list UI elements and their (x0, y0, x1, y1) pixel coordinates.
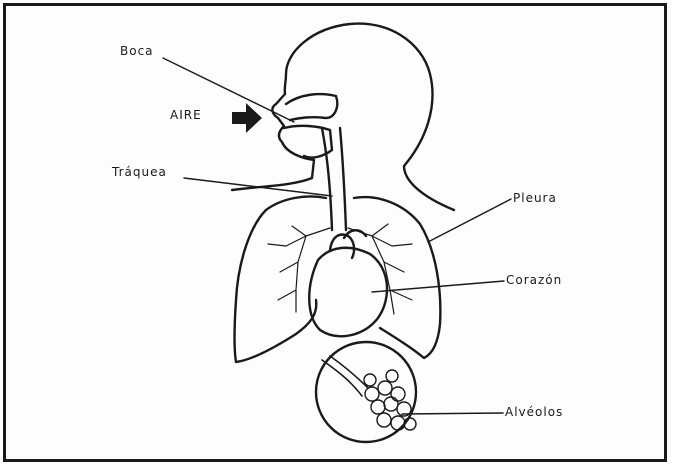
label-traquea: Tráquea (112, 165, 167, 179)
label-boca: Boca (120, 44, 154, 58)
trachea-right-wall (340, 128, 346, 230)
bronchi-left (268, 226, 330, 312)
alveoli-duct (322, 356, 368, 396)
label-corazon: Corazón (506, 273, 562, 287)
air-arrow-icon (232, 103, 262, 133)
label-pleura: Pleura (513, 191, 557, 205)
right-side-lung (354, 197, 440, 358)
nasal-cavity (286, 94, 337, 120)
leader-pleura (428, 199, 511, 242)
alveoli-cluster (364, 370, 416, 430)
label-alveolos: Alvéolos (505, 405, 563, 419)
leader-traquea (184, 178, 332, 196)
heart-vessels (330, 230, 366, 258)
label-aire: AIRE (170, 108, 202, 122)
leader-alveolos (402, 413, 503, 414)
bronchi-right (348, 224, 412, 314)
